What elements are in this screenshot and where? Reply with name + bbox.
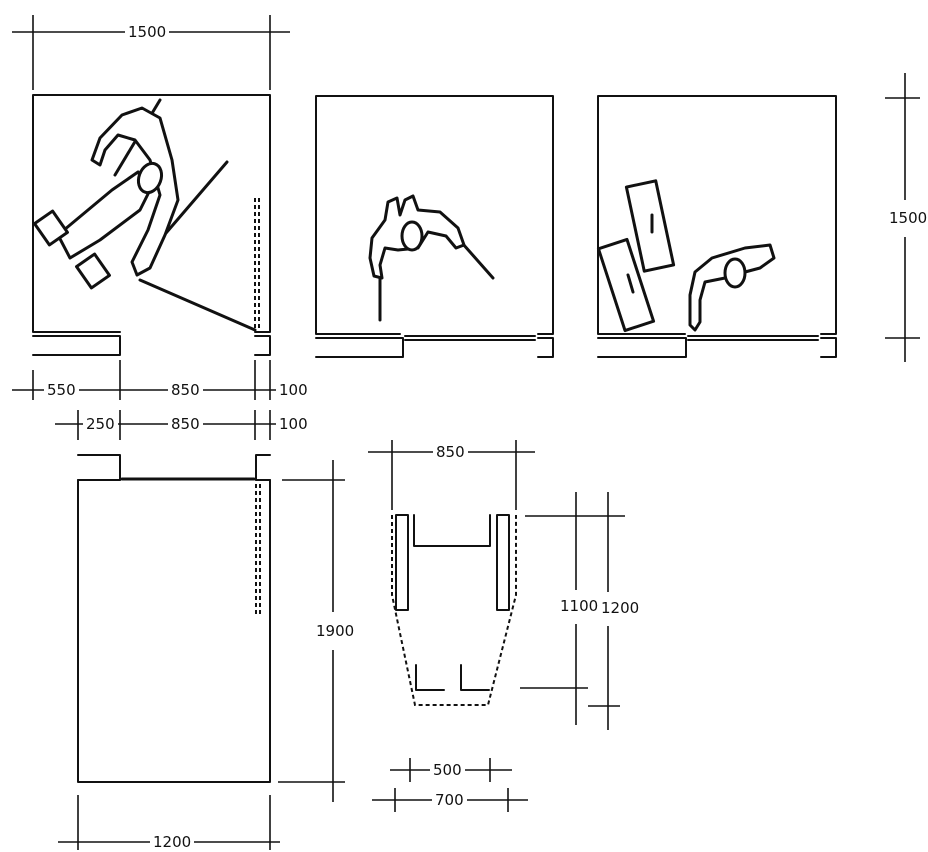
- wheel-left-lower: [596, 237, 656, 333]
- wheelchair-user-figure-2: [368, 194, 495, 322]
- room-1-door-leaf: [138, 278, 257, 332]
- room-4-wall-stub-left: [77, 454, 121, 481]
- room-4-walls: [77, 479, 271, 783]
- dim-label-row-b-right: 100: [276, 415, 311, 433]
- room-1-wall-stub-left: [32, 335, 121, 356]
- dim-label-foot-outer: 700: [432, 791, 467, 809]
- figure-2-head: [400, 220, 424, 252]
- dim-label-row-a-mid: 850: [168, 381, 203, 399]
- dim-label-row-a-right: 100: [276, 381, 311, 399]
- room-4-wall-stub-right: [255, 454, 271, 481]
- legs: [56, 170, 152, 260]
- room-3-wall-stub-right: [820, 337, 837, 358]
- footrest-left: [415, 664, 445, 691]
- room-plan-1: [32, 94, 271, 356]
- dim-label-room-height: 1900: [313, 622, 358, 640]
- room-plan-2: [315, 95, 554, 358]
- room-1-walls: [32, 94, 271, 333]
- room-2-wall-stub-right: [537, 337, 554, 358]
- dim-label-row-b-mid: 850: [168, 415, 203, 433]
- footrest-1: [33, 209, 69, 247]
- wheelchair-figure-3: [596, 179, 776, 333]
- dim-label-row-b-left: 250: [83, 415, 118, 433]
- dim-label-room-width: 1200: [150, 833, 195, 851]
- wheelchair-footprint: [391, 514, 517, 706]
- dim-label-foot-inner: 500: [430, 761, 465, 779]
- room-3-walls: [597, 95, 837, 335]
- head: [136, 161, 164, 195]
- dim-label-top-width: 1500: [125, 23, 170, 41]
- room-3-wall-stub-left: [597, 337, 687, 358]
- chair-outline-dashed: [391, 515, 517, 706]
- dim-label-chair-width: 850: [433, 443, 468, 461]
- dim-right-1500: [885, 73, 920, 362]
- footrest-right: [460, 664, 490, 691]
- room-plan-3: [596, 95, 837, 358]
- dim-label-row-a-left: 550: [44, 381, 79, 399]
- wheel-left-upper: [624, 179, 676, 273]
- wheel-right: [496, 514, 510, 611]
- wheelchair-user-figure-1: [33, 98, 229, 290]
- dim-chair-lengths: [520, 492, 625, 730]
- room-1-wall-stub-right: [254, 335, 271, 356]
- dim-label-chair-total-len: 1200: [598, 599, 643, 617]
- room-2-wall-stub-left: [315, 337, 404, 358]
- dim-1900: [278, 460, 345, 802]
- room-2-walls: [315, 95, 554, 335]
- footrest-2: [75, 252, 111, 290]
- seat-outline: [413, 514, 491, 547]
- dim-label-right-height: 1500: [886, 209, 928, 227]
- dim-label-chair-inner-len: 1100: [557, 597, 602, 615]
- figure-3-head: [723, 257, 747, 289]
- wheel-left: [395, 514, 409, 611]
- room-plan-4: [77, 454, 271, 783]
- figure-3-body: [688, 243, 776, 332]
- push-rim-lower: [158, 160, 229, 242]
- arm-body: [90, 106, 180, 277]
